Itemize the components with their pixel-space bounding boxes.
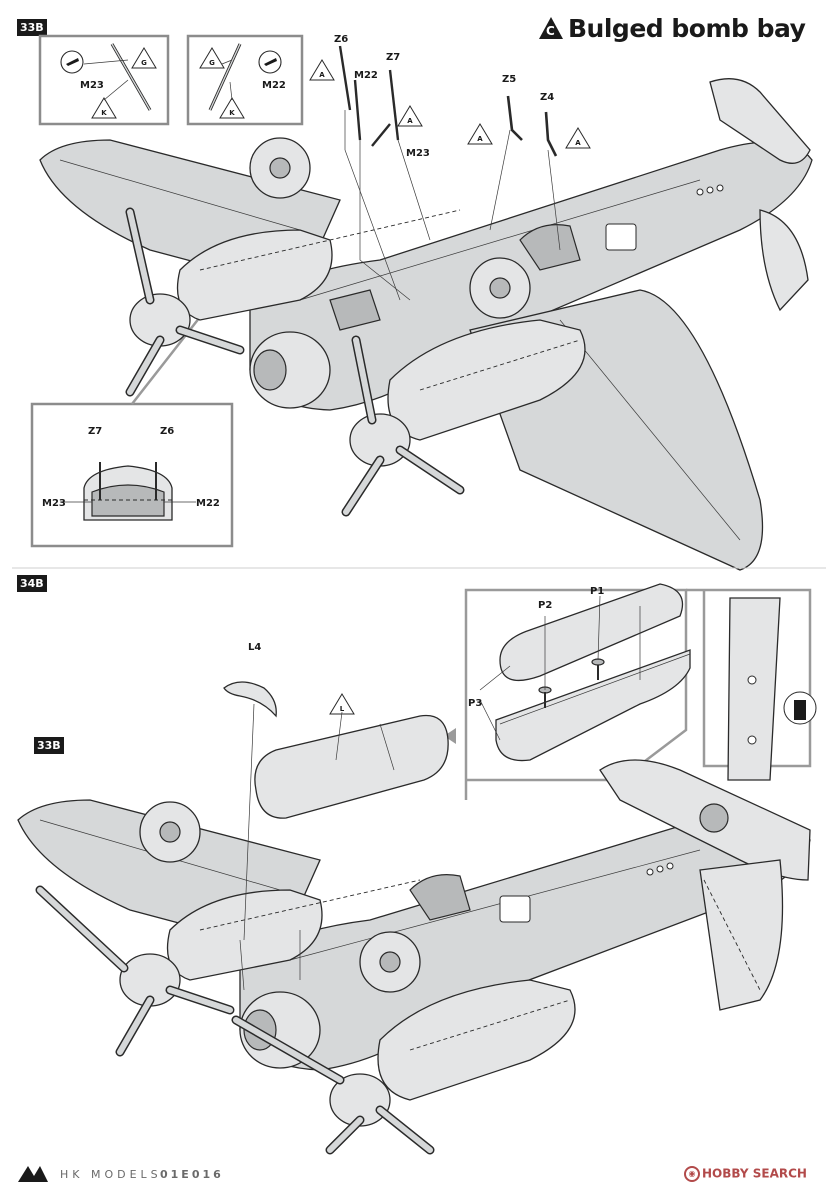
bomb-bay-panel-diagram <box>727 597 817 781</box>
label-detail-z6: Z6 <box>160 426 174 437</box>
page-title: Bulged bomb bay <box>568 14 806 43</box>
warning-triangle-icon <box>539 17 563 39</box>
label-k-inset-left: K <box>101 109 107 117</box>
label-detail-m22: M22 <box>196 498 220 509</box>
label-z5: Z5 <box>502 74 516 85</box>
label-m22-inset: M22 <box>262 80 286 91</box>
step-badge-34b: 34B <box>17 575 47 592</box>
footer-code: 01E016 <box>160 1168 224 1181</box>
label-z6: Z6 <box>334 34 348 45</box>
label-k-inset-right: K <box>229 109 235 117</box>
footer-brand: HK MODELS <box>60 1168 162 1181</box>
aircraft-step34 <box>17 759 811 1155</box>
detail-bay-diagram <box>60 462 196 521</box>
watermark: ◉HOBBY SEARCH <box>684 1166 807 1182</box>
inset-m23-diagram <box>60 43 157 119</box>
label-tri-a-2: A <box>407 117 413 125</box>
hk-models-logo <box>18 1166 48 1182</box>
label-tri-a-3: A <box>477 135 483 143</box>
label-z7: Z7 <box>386 52 400 63</box>
label-p3: P3 <box>468 698 482 709</box>
watermark-text: HOBBY SEARCH <box>702 1166 807 1181</box>
step-badge-33b: 33B <box>17 19 47 36</box>
label-detail-z7: Z7 <box>88 426 102 437</box>
title-icon-letter: C <box>546 24 555 38</box>
step34-leaders <box>243 595 641 941</box>
label-p2: P2 <box>538 600 552 611</box>
label-g-inset-left: G <box>141 59 147 67</box>
label-tri-l: L <box>340 705 345 713</box>
step33-callouts <box>309 45 591 301</box>
l-canister <box>254 714 449 819</box>
watermark-icon: ◉ <box>684 1166 700 1182</box>
label-m22: M22 <box>354 70 378 81</box>
p1-canister-diagram <box>495 583 691 762</box>
label-detail-m23: M23 <box>42 498 66 509</box>
label-p1: P1 <box>590 586 604 597</box>
l4-part <box>223 681 277 718</box>
label-tri-a-4: A <box>575 139 581 147</box>
inset-m22-diagram <box>199 43 282 119</box>
label-z4: Z4 <box>540 92 554 103</box>
label-tri-a-1: A <box>319 71 325 79</box>
label-m23: M23 <box>406 148 430 159</box>
label-g-inset-right: G <box>209 59 215 67</box>
inset-m22-frame <box>186 34 304 126</box>
label-m23-inset: M23 <box>80 80 104 91</box>
aircraft-step33 <box>39 78 813 571</box>
label-l4: L4 <box>248 642 261 653</box>
step-badge-33b-reference: 33B <box>34 737 64 754</box>
